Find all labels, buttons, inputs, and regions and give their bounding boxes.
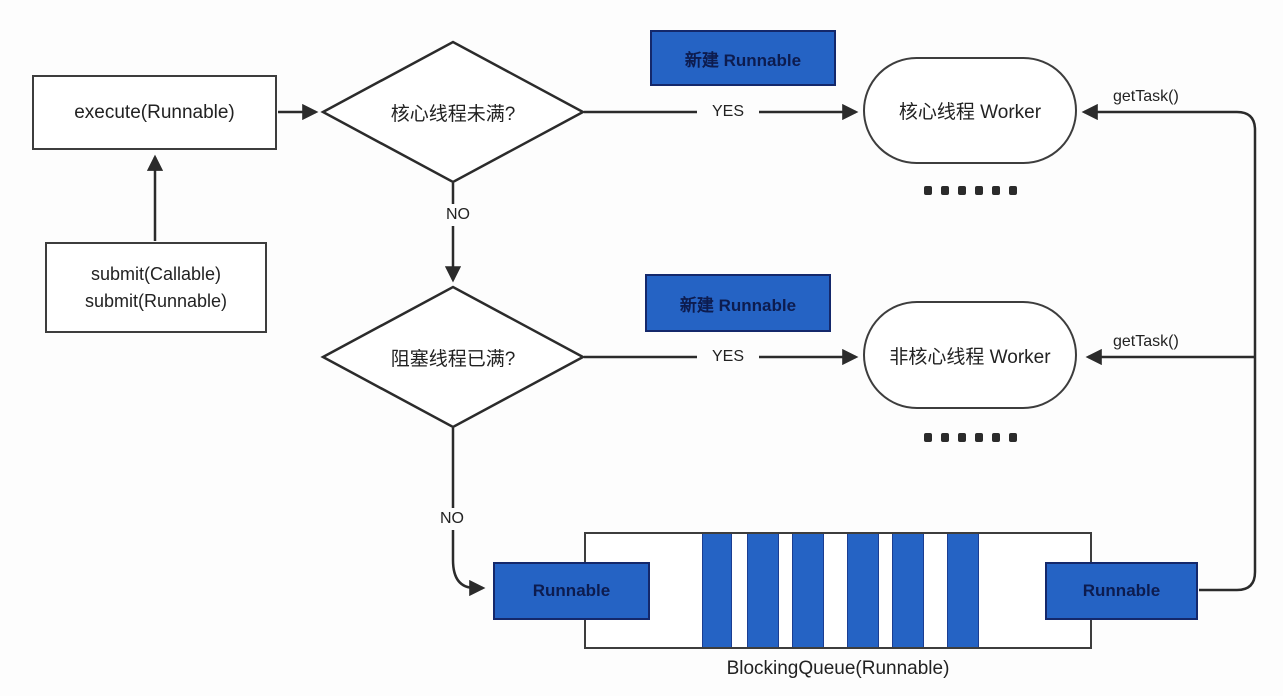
no-label-top: NO [433, 204, 483, 226]
dot [941, 186, 949, 195]
new-runnable-mid-box: 新建 Runnable [645, 274, 831, 332]
gettask-label-top: getTask() [1113, 88, 1179, 105]
dot [924, 433, 932, 442]
submit-box: submit(Callable) submit(Runnable) [45, 242, 267, 333]
submit-box-lines: submit(Callable) submit(Runnable) [85, 261, 227, 313]
decision-core-threads-diamond [320, 40, 586, 184]
yes-label-top: YES [697, 101, 759, 123]
dot [958, 186, 966, 195]
queue-task-bar [792, 534, 824, 647]
queue-task-bar [747, 534, 779, 647]
yes-label-mid: YES [697, 346, 759, 368]
new-runnable-top-box: 新建 Runnable [650, 30, 836, 86]
ellipsis-dots-icon [924, 433, 1017, 442]
queue-task-bar [892, 534, 924, 647]
execute-box: execute(Runnable) [32, 75, 277, 150]
dot [958, 433, 966, 442]
gettask-label-mid: getTask() [1113, 333, 1179, 350]
edge-gettask-loop [1081, 103, 1257, 592]
blocking-queue-box [584, 532, 1092, 649]
blocking-queue-caption: BlockingQueue(Runnable) [726, 658, 950, 679]
runnable-right-box: Runnable [1045, 562, 1198, 620]
no-label-mid: NO [427, 508, 477, 530]
dot [924, 186, 932, 195]
runnable-left-box: Runnable [493, 562, 650, 620]
queue-task-bar [702, 534, 732, 647]
queue-task-bar [847, 534, 879, 647]
dot [1009, 186, 1017, 195]
submit-runnable-label: submit(Runnable) [84, 290, 228, 311]
dot [992, 186, 1000, 195]
dot [975, 186, 983, 195]
submit-callable-label: submit(Callable) [90, 264, 222, 285]
core-worker-node: 核心线程 Worker [863, 57, 1077, 164]
edge-no-to-queue [451, 428, 486, 597]
dot [975, 433, 983, 442]
ellipsis-dots-icon [924, 186, 1017, 195]
dot [1009, 433, 1017, 442]
dot [941, 433, 949, 442]
decision-queue-full-diamond [320, 285, 586, 429]
queue-task-bar [947, 534, 979, 647]
non-core-worker-node: 非核心线程 Worker [863, 301, 1077, 409]
dot [992, 433, 1000, 442]
